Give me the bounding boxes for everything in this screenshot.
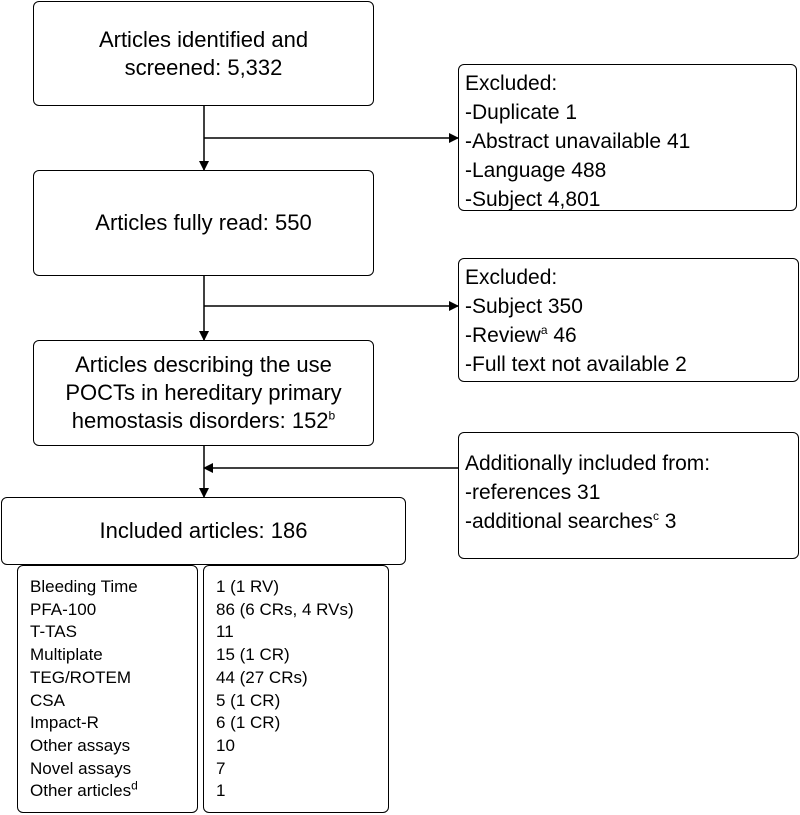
included-text: Included articles: 186: [99, 518, 308, 543]
additional-item: -additional searchesc 3: [465, 509, 677, 533]
exclusion2-title: Excluded:: [465, 266, 558, 289]
exclusion1-item: -Subject 4,801: [465, 188, 601, 211]
exclusion2-item: -Full text not available 2: [465, 353, 687, 376]
assay-count: 1 (1 RV): [216, 577, 279, 596]
assay-count: 44 (27 CRs): [216, 667, 308, 687]
assay-count: 1: [216, 781, 226, 801]
assay-name: Novel assays: [30, 758, 132, 778]
describing-line2: POCTs in hereditary primary: [65, 380, 342, 405]
describing-line1: Articles describing the use: [75, 352, 332, 377]
assay-name: CSA: [30, 690, 65, 710]
assay-count: 7: [216, 758, 226, 778]
footnote-b: b: [328, 408, 336, 423]
included-box: Included articles: 186: [1, 497, 406, 565]
assay-count: 15 (1 CR): [216, 645, 290, 665]
assay-count: 11: [216, 622, 234, 642]
assay-counts-column: 1 (1 RV) 86 (6 CRs, 4 RVs) 11 15 (1 CR) …: [203, 565, 389, 813]
assay-name: PFA-100: [30, 599, 97, 619]
footnote-c: c: [652, 509, 659, 523]
exclusion1-item: -Abstract unavailable 41: [465, 130, 691, 153]
assay-name: T-TAS: [30, 622, 77, 642]
assay-count: 86 (6 CRs, 4 RVs): [216, 599, 354, 619]
footnote-a: a: [540, 323, 548, 337]
assay-name: Other articlesd: [30, 778, 138, 801]
exclusion1-item: -Duplicate 1: [465, 101, 578, 124]
exclusion1-item: -Language 488: [465, 159, 607, 182]
assay-name: Impact-R: [30, 713, 99, 733]
additional-title: Additionally included from:: [465, 452, 711, 475]
additional-box: Additionally included from: -references …: [458, 432, 799, 559]
assay-name: Other assays: [30, 735, 131, 755]
assay-name: Bleeding Time: [30, 577, 138, 596]
identified-line2: screened: 5,332: [124, 54, 283, 80]
describing-box: Articles describing the use POCTs in her…: [33, 340, 374, 446]
assay-count: 10: [216, 735, 235, 755]
fully-read-text: Articles fully read: 550: [95, 210, 312, 235]
assay-names-column: Bleeding Time PFA-100 T-TAS Multiplate T…: [17, 565, 198, 813]
exclusion2-item: -Subject 350: [465, 295, 583, 318]
assay-name: Multiplate: [30, 645, 103, 665]
assay-count: 6 (1 CR): [216, 713, 281, 733]
fully-read-box: Articles fully read: 550: [33, 170, 374, 276]
exclusion-box-1: Excluded: -Duplicate 1 -Abstract unavail…: [458, 64, 797, 211]
assay-count: 5 (1 CR): [216, 690, 281, 710]
identified-box: Articles identified and screened: 5,332: [33, 1, 374, 106]
additional-item: -references 31: [465, 481, 601, 504]
footnote-d: d: [131, 778, 138, 793]
exclusion1-title: Excluded:: [465, 72, 558, 95]
describing-line3: hemostasis disorders: 152b: [71, 408, 336, 433]
exclusion-box-2: Excluded: -Subject 350 -Reviewa 46 -Full…: [458, 258, 799, 382]
assay-name: TEG/ROTEM: [30, 667, 132, 687]
exclusion2-item: -Reviewa 46: [465, 323, 577, 347]
identified-line1: Articles identified and: [98, 26, 309, 52]
